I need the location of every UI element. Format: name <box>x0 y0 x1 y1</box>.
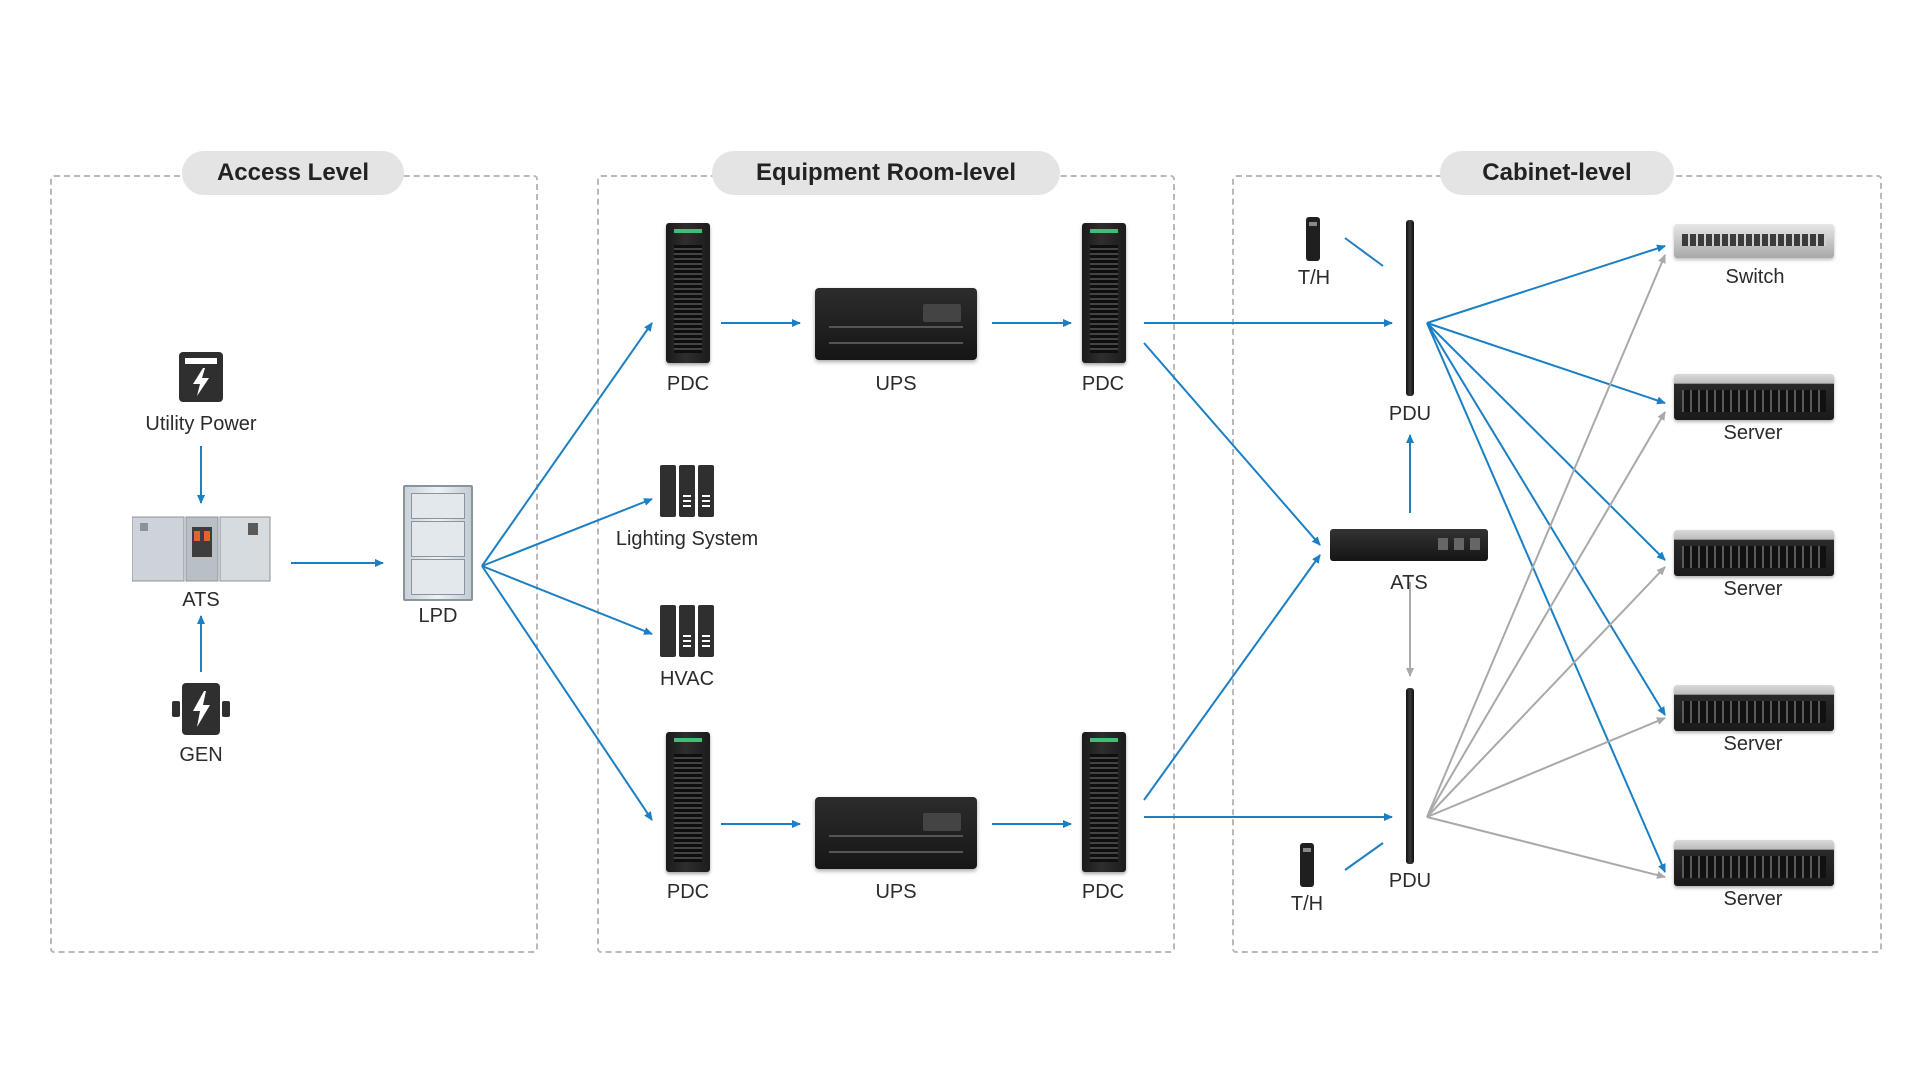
pdc-top-left-label: PDC <box>666 373 710 395</box>
link-lpd-to-lighting <box>481 498 653 567</box>
pdc-bottom-left-image <box>666 732 710 872</box>
th-bottom-label: T/H <box>1290 893 1324 915</box>
link-pdc-top-to-ats <box>1143 342 1321 546</box>
server-tower-icon <box>660 465 714 517</box>
server-1-label: Server <box>1723 422 1783 444</box>
ats-rack-image <box>1330 529 1488 561</box>
link-pdu-top-to-server-2 <box>1426 322 1666 561</box>
server-4-image <box>1674 840 1834 886</box>
server-4-label: Server <box>1723 888 1783 910</box>
pdc-top-right-image <box>1082 223 1126 363</box>
gen-label: GEN <box>179 744 223 766</box>
pdc-bottom-right-label: PDC <box>1081 881 1125 903</box>
lpd-label: LPD <box>418 605 458 627</box>
server-2-image <box>1674 530 1834 576</box>
ups-top-label: UPS <box>875 373 917 395</box>
link-th-bottom-to-pdu <box>1344 842 1384 871</box>
link-pdu-top-to-server-3 <box>1426 322 1666 716</box>
pdu-bottom-image <box>1406 688 1414 864</box>
server-3-image <box>1674 685 1834 731</box>
link-pdu-top-to-switch <box>1426 244 1666 324</box>
lighting-system-label: Lighting System <box>615 528 759 550</box>
pdc-top-left-image <box>666 223 710 363</box>
link-pdu-top-to-server-1 <box>1426 322 1666 405</box>
pdc-bottom-right-image <box>1082 732 1126 872</box>
link-pdu-bottom-to-server-1 <box>1426 411 1666 818</box>
switch-image <box>1674 224 1834 258</box>
th-sensor-bottom-image <box>1300 843 1314 887</box>
server-3-label: Server <box>1723 733 1783 755</box>
th-top-label: T/H <box>1297 267 1331 289</box>
cabinet-level-title: Cabinet-level <box>1440 151 1674 195</box>
generator-icon <box>172 683 230 735</box>
ups-bottom-label: UPS <box>875 881 917 903</box>
link-pdc-bottom-to-ats <box>1143 554 1321 801</box>
link-th-top-to-pdu <box>1344 237 1384 267</box>
link-pdu-bottom-to-server-3 <box>1426 717 1666 818</box>
link-pdu-bottom-to-server-2 <box>1426 566 1666 818</box>
link-pdu-top-to-server-4 <box>1426 322 1666 873</box>
pdc-bottom-left-label: PDC <box>666 881 710 903</box>
link-lpd-to-pdc-bottom <box>481 565 653 821</box>
ats-access-label: ATS <box>182 589 220 611</box>
ats-cabinet-image <box>131 515 272 583</box>
switch-label: Switch <box>1725 266 1785 288</box>
access-level-title: Access Level <box>182 151 404 195</box>
ats-cabinet-label: ATS <box>1390 572 1428 594</box>
server-tower-icon <box>660 605 714 657</box>
server-2-label: Server <box>1723 578 1783 600</box>
ups-top-image <box>815 288 977 360</box>
server-1-image <box>1674 374 1834 420</box>
ups-bottom-image <box>815 797 977 869</box>
link-lpd-to-pdc-top <box>481 322 653 567</box>
lpd-switchgear-image <box>403 485 473 601</box>
electric-meter-icon <box>178 351 224 403</box>
pdc-top-right-label: PDC <box>1081 373 1125 395</box>
equipment-room-title: Equipment Room-level <box>712 151 1060 195</box>
link-pdu-bottom-to-switch <box>1426 254 1666 818</box>
th-sensor-top-image <box>1306 217 1320 261</box>
link-pdu-bottom-to-server-4 <box>1426 816 1666 879</box>
pdu-bottom-label: PDU <box>1388 870 1432 892</box>
pdu-top-label: PDU <box>1388 403 1432 425</box>
pdu-top-image <box>1406 220 1414 396</box>
utility-power-label: Utility Power <box>145 413 257 435</box>
hvac-label: HVAC <box>659 668 715 690</box>
link-lpd-to-hvac <box>481 565 653 635</box>
